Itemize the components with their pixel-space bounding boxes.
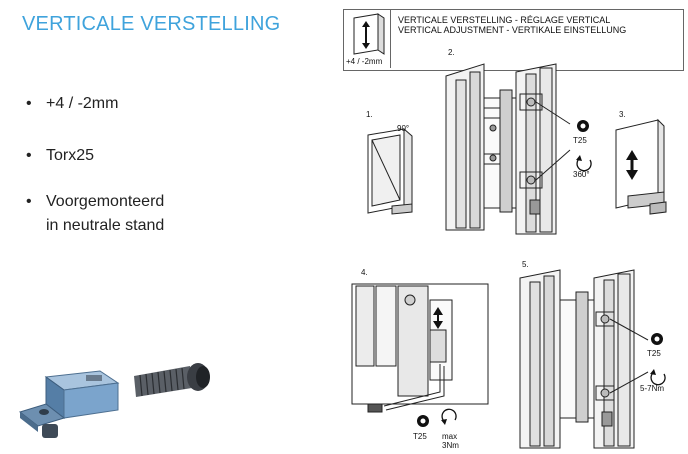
torx-icon [417, 415, 429, 427]
header-line-1: VERTICALE VERSTELLING - RÉGLAGE VERTICAL [398, 15, 611, 25]
torx-screw [134, 363, 210, 397]
step1-angle-label: 90° [397, 124, 410, 133]
step1-door-drawing [367, 127, 413, 215]
range-label: +4 / -2mm [346, 57, 383, 66]
bullet-dot: • [26, 95, 32, 112]
torx-icon [651, 333, 663, 345]
vertical-arrow-icon [433, 307, 443, 329]
step2-hinge-drawing [445, 63, 571, 235]
bullet-text-continued: in neutrale stand [46, 217, 165, 234]
step4-torque-value: 3Nm [442, 441, 459, 450]
bullet-text: Voorgemonteerd [46, 193, 165, 210]
step5-number: 5. [522, 260, 529, 269]
step4-number: 4. [361, 268, 368, 277]
header-line-2: VERTICAL ADJUSTMENT - VERTIKALE EINSTELL… [398, 25, 627, 35]
step5-tool-label: T25 [647, 349, 661, 358]
bullet-dot: • [26, 147, 32, 164]
rotate-icon [576, 157, 592, 172]
step4-tool-label: T25 [413, 432, 427, 441]
step2-tool-label: T25 [573, 136, 587, 145]
rotate-icon [650, 371, 666, 386]
bullet-text: Torx25 [46, 147, 95, 164]
step2-rotation-label: 360° [573, 170, 590, 179]
rotate-icon [441, 408, 457, 423]
vertical-arrow-icon [626, 150, 638, 180]
bullet-text: +4 / -2mm [46, 95, 119, 112]
slide-title: VERTICALE VERSTELLING [22, 13, 281, 35]
torx-icon [577, 120, 589, 132]
step5-torque-label: 5-7Nm [640, 384, 665, 393]
adjustment-range-icon: +4 / -2mm [344, 10, 391, 68]
step4-torque-label: max [442, 432, 458, 441]
step2-number: 2. [448, 48, 455, 57]
step1-number: 1. [366, 110, 373, 119]
step3-number: 3. [619, 110, 626, 119]
bullet-dot: • [26, 193, 32, 210]
instruction-header: +4 / -2mm VERTICALE VERSTELLING - RÉGLAG… [343, 9, 684, 71]
step4-key-drawing [351, 283, 489, 413]
step5-hinge-drawing [519, 269, 649, 449]
step3-door-drawing [615, 118, 667, 215]
header-text: VERTICALE VERSTELLING - RÉGLAGE VERTICAL… [398, 15, 626, 35]
door-arrow-icon [353, 13, 385, 55]
adjustment-block [18, 370, 120, 438]
